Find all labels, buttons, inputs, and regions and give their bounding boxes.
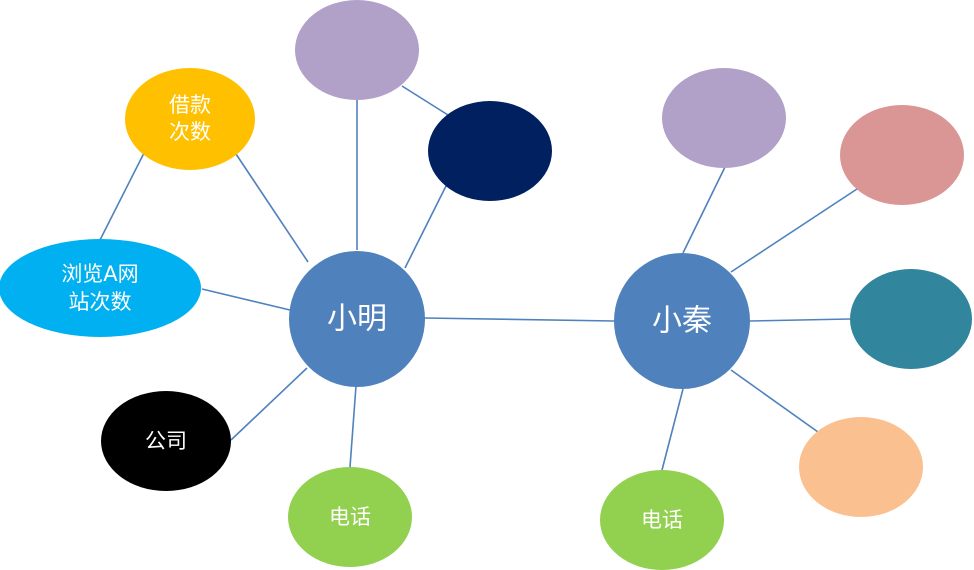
- node-shape: [840, 105, 964, 205]
- node-xiaoming: 小明: [289, 251, 425, 387]
- edge-xiaoming-browse: [201, 288, 291, 311]
- node-shape: [101, 391, 231, 491]
- node-shape: [799, 417, 923, 517]
- edge-xiaoqin-teal: [749, 318, 851, 322]
- node-shape: [662, 68, 786, 168]
- node-shape: [428, 101, 552, 201]
- node-label: 电话: [329, 505, 371, 529]
- node-company: 公司: [101, 391, 231, 491]
- edges: [99, 85, 858, 471]
- node-shape: [125, 68, 255, 170]
- edge-xiaoqin-phone: [661, 388, 684, 471]
- node-shape: [289, 251, 425, 387]
- node-browse-count: 浏览A网 站次数: [0, 239, 201, 337]
- edge-xiaoqin-purple: [682, 166, 726, 254]
- node-xiaoqin: 小秦: [614, 253, 750, 389]
- edge-xiaoming-phone: [349, 385, 357, 468]
- node-shape: [600, 470, 724, 570]
- edge-xiaoming-company: [230, 367, 308, 441]
- edge-xiaoming-navy: [404, 185, 447, 269]
- node-loan-count: 借款 次数: [125, 68, 255, 170]
- node-shape: [614, 253, 750, 389]
- edge-xiaoming-xiaoqin: [423, 317, 615, 322]
- node-label: 公司: [145, 429, 187, 453]
- node-shape: [850, 269, 972, 369]
- node-label: 小秦: [652, 304, 712, 339]
- edge-purple-navy: [401, 85, 449, 116]
- node-label: 电话: [641, 508, 683, 532]
- node-shape: [288, 467, 412, 567]
- edge-xiaoqin-pink: [730, 188, 858, 273]
- node-phone-xiaoqin: 电话: [600, 470, 724, 570]
- node-navy-xiaoming: [428, 101, 552, 201]
- node-label-line-1: 借款: [169, 93, 211, 117]
- edge-xiaoming-loan: [235, 153, 309, 263]
- node-label-line-2: 站次数: [69, 290, 132, 314]
- node-shape: [0, 239, 201, 337]
- node-label: 小明: [327, 302, 387, 337]
- node-phone-xiaoming: 电话: [288, 467, 412, 567]
- node-purple-xiaoming: [295, 0, 419, 100]
- node-shape: [295, 0, 419, 100]
- node-label-line-2: 次数: [169, 120, 211, 144]
- node-teal-xiaoqin: [850, 269, 972, 369]
- node-label-line-1: 浏览A网: [61, 262, 138, 286]
- node-peach-xiaoqin: [799, 417, 923, 517]
- edge-xiaoqin-peach: [730, 369, 819, 433]
- edge-loan-browse: [99, 152, 145, 241]
- node-pink-xiaoqin: [840, 105, 964, 205]
- node-purple-xiaoqin: [662, 68, 786, 168]
